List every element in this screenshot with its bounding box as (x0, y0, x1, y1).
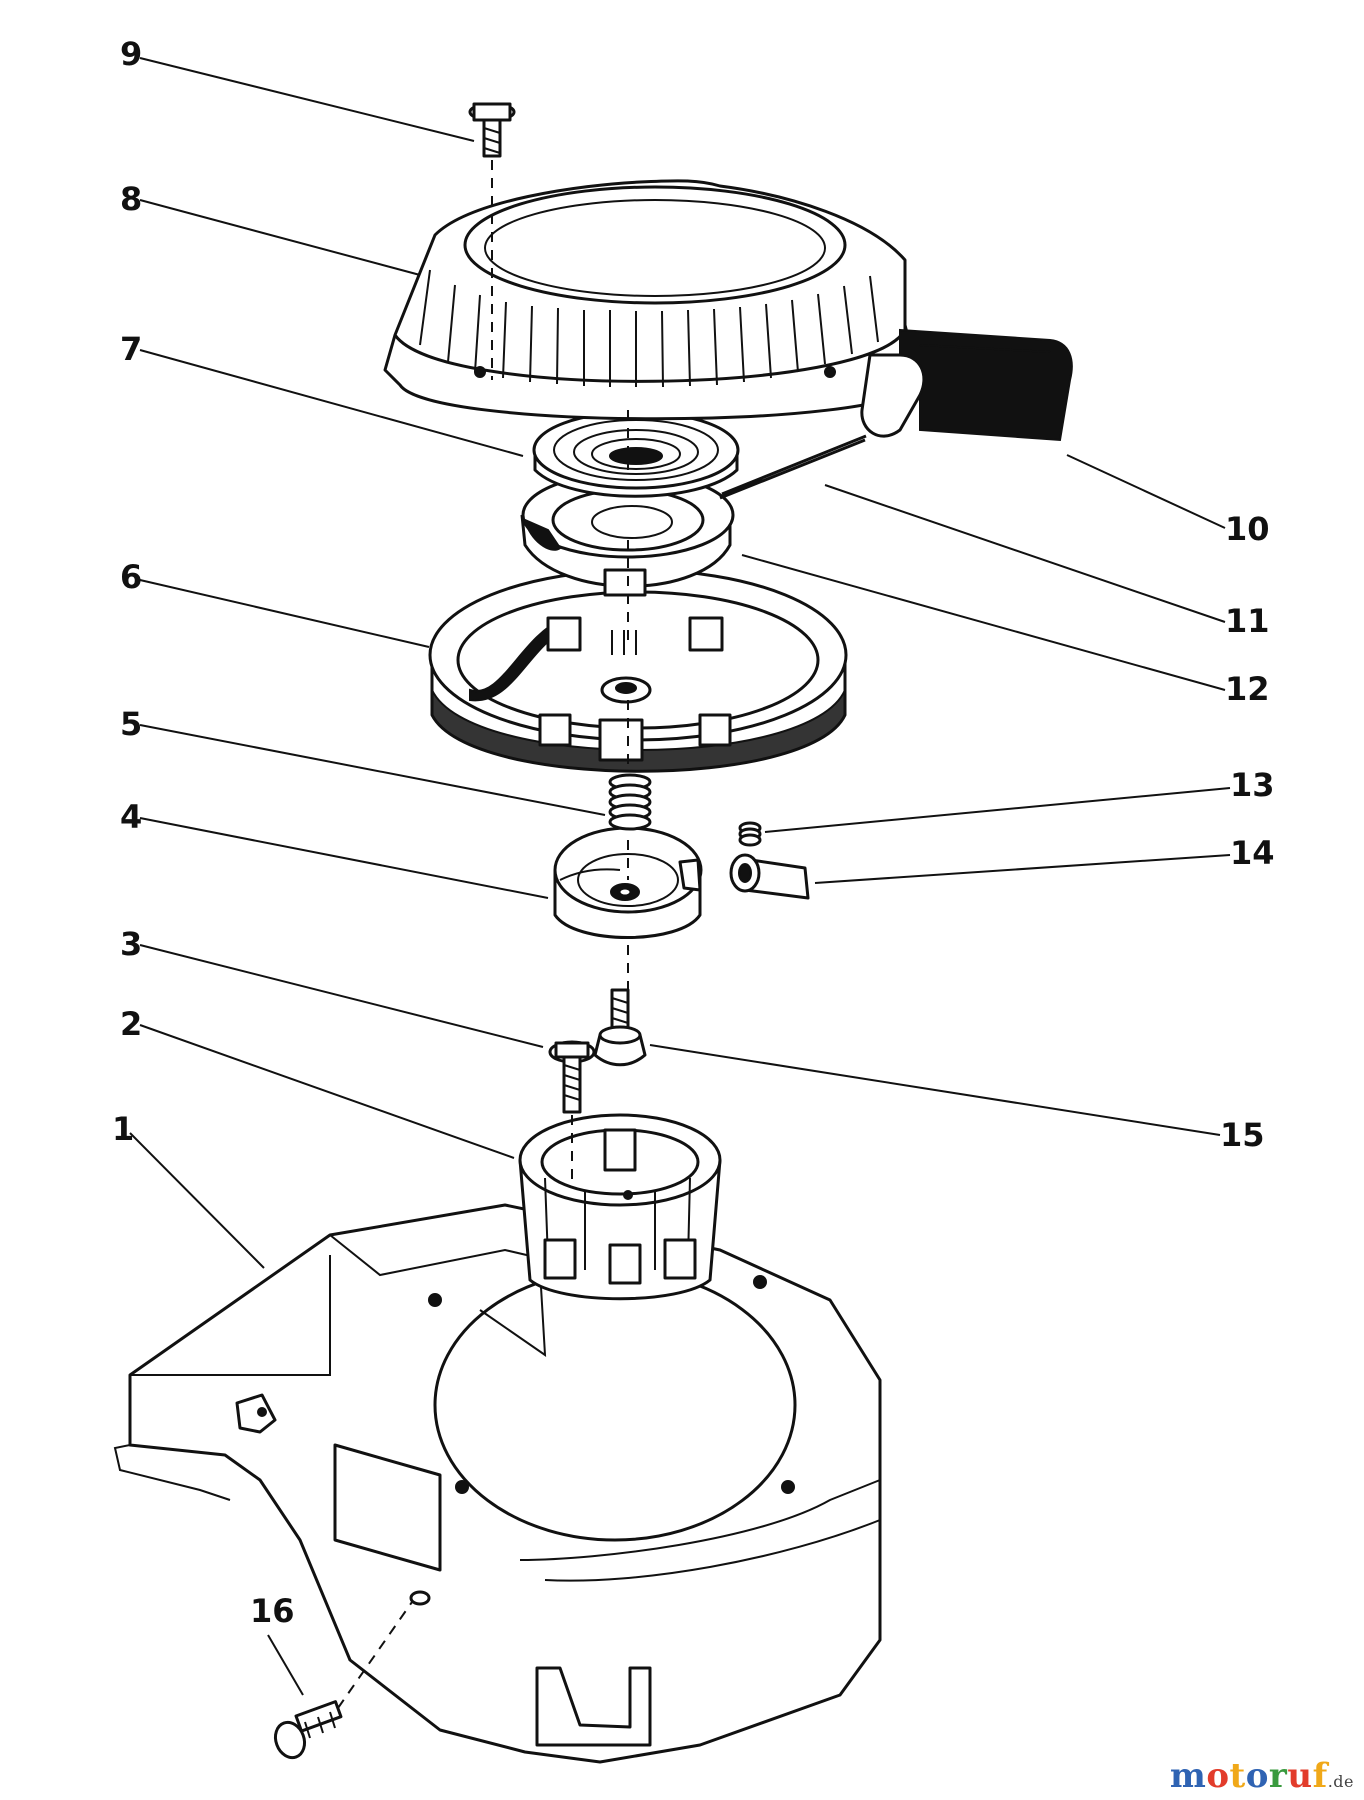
part-bolt-9 (468, 102, 516, 158)
part-pulley-6 (428, 568, 848, 773)
watermark-logo: motoruf.de (1170, 1756, 1354, 1796)
callout-11: 11 (1225, 602, 1270, 640)
callout-5: 5 (120, 705, 142, 743)
callout-6: 6 (120, 558, 142, 596)
part-blower-housing (113, 1203, 882, 1764)
watermark-suffix: .de (1327, 1772, 1354, 1791)
leader-lines (129, 57, 1231, 1696)
watermark-letter: o (1206, 1756, 1230, 1796)
callout-4: 4 (120, 798, 142, 836)
part-spring-13 (738, 821, 762, 847)
callout-3: 3 (120, 925, 142, 963)
callout-7: 7 (120, 330, 142, 368)
callout-10: 10 (1225, 510, 1270, 548)
part-shoulder-screw-15 (593, 988, 647, 1067)
part-rope-11 (719, 434, 867, 500)
part-hub-4 (553, 826, 703, 939)
watermark-letter: t (1229, 1756, 1246, 1796)
watermark-letter: m (1169, 1756, 1207, 1796)
callout-14: 14 (1230, 834, 1275, 872)
part-starter-cup (518, 1113, 722, 1301)
callout-16: 16 (250, 1592, 295, 1630)
callout-labels: 9 8 7 6 5 4 3 2 1 10 11 12 13 14 15 16 (112, 35, 1275, 1630)
callout-12: 12 (1225, 670, 1270, 708)
callout-9: 9 (120, 35, 142, 73)
watermark-letter: f (1312, 1756, 1328, 1796)
part-starter-cover-8 (383, 179, 922, 421)
watermark-letter: r (1268, 1756, 1288, 1796)
part-plate-12 (520, 468, 735, 597)
callout-13: 13 (1230, 766, 1275, 804)
callout-15: 15 (1220, 1116, 1265, 1154)
part-screw-3 (548, 1040, 596, 1114)
part-handle-10 (860, 328, 1073, 442)
watermark-brand: motoruf (1170, 1756, 1328, 1796)
part-pawl-14 (729, 853, 810, 900)
assembly-axis-lines (337, 160, 629, 1709)
part-bolt-16 (273, 1700, 343, 1760)
callout-1: 1 (112, 1110, 134, 1148)
callout-8: 8 (120, 180, 142, 218)
watermark-letter: u (1287, 1756, 1313, 1796)
watermark-letter: o (1245, 1756, 1269, 1796)
callout-2: 2 (120, 1005, 142, 1043)
part-recoil-spring-7 (532, 410, 740, 498)
part-spring-5 (608, 773, 652, 831)
